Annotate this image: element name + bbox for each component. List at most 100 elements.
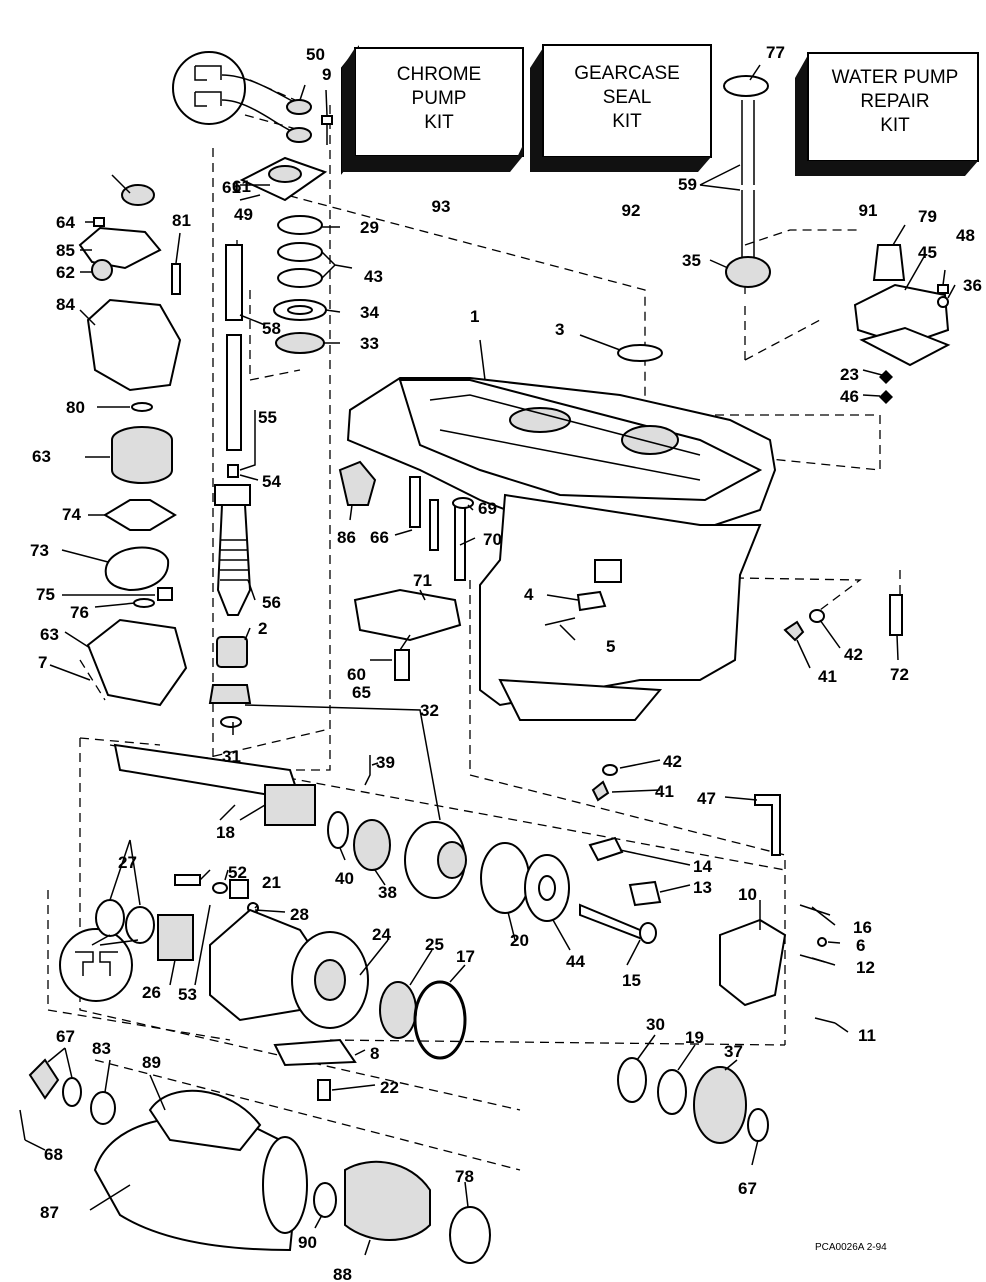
callout-8: 8 <box>370 1044 379 1063</box>
callout-52: 52 <box>228 863 247 882</box>
callout-48: 48 <box>956 226 975 245</box>
callout-65: 65 <box>352 683 371 702</box>
seal-35 <box>725 256 771 288</box>
bushing-56-top <box>214 484 251 506</box>
shim-43a <box>277 242 323 262</box>
retainer-21 <box>229 879 249 899</box>
washer-67b <box>62 1077 82 1107</box>
o-ring-17 <box>413 980 467 1060</box>
washer-53 <box>212 882 228 894</box>
gearcase-seal-kit-label-line: KIT <box>612 111 642 132</box>
callout-67: 67 <box>56 1027 75 1046</box>
callout-6: 6 <box>856 936 865 955</box>
driveshaft-lower <box>226 334 242 451</box>
housing-49-bore <box>268 165 302 183</box>
callout-88: 88 <box>333 1265 352 1282</box>
washer-42b <box>602 764 618 776</box>
callout-1: 1 <box>470 307 479 326</box>
leader-lines <box>24 64 956 1256</box>
dashed-grouping-lines <box>47 79 901 1171</box>
thrust-washer-78 <box>449 1206 491 1264</box>
callout-labels: 5096149294334335855545623231616485628481… <box>30 43 982 1282</box>
callout-17: 17 <box>456 947 475 966</box>
callout-61: 61 <box>222 178 241 197</box>
callout-9: 9 <box>322 65 331 84</box>
callout-22: 22 <box>380 1078 399 1097</box>
callout-55: 55 <box>258 408 277 427</box>
callout-37: 37 <box>724 1042 743 1061</box>
clutch-dog-38 <box>353 819 391 871</box>
water-pump-repair-kit-label-line: REPAIR <box>860 91 929 112</box>
callout-27: 27 <box>118 853 137 872</box>
callout-89: 89 <box>142 1053 161 1072</box>
callout-60: 60 <box>347 665 366 684</box>
callout-69: 69 <box>478 499 497 518</box>
chrome-pump-kit-label-line: CHROME <box>397 64 481 85</box>
callout-13: 13 <box>693 878 712 897</box>
callout-20: 20 <box>510 931 529 950</box>
callout-84: 84 <box>56 295 75 314</box>
bearing-2 <box>216 636 248 668</box>
callout-49: 49 <box>234 205 253 224</box>
callout-21: 21 <box>262 873 281 892</box>
callout-79: 79 <box>918 207 937 226</box>
callout-2: 2 <box>258 619 267 638</box>
callout-35: 35 <box>682 251 701 270</box>
seal-27b <box>125 906 155 944</box>
cradle-13 <box>628 880 662 907</box>
callout-63: 63 <box>32 447 51 466</box>
cover-85 <box>78 226 162 270</box>
callout-12: 12 <box>856 958 875 977</box>
thrust-bearing-20 <box>480 842 530 914</box>
callout-7: 7 <box>38 653 47 672</box>
callout-71: 71 <box>413 571 432 590</box>
chrome-pump-kit-label-line: PUMP <box>412 88 467 109</box>
bolt-72 <box>889 594 903 636</box>
screw-65 <box>394 649 410 681</box>
grommet-62 <box>91 259 113 281</box>
callout-75: 75 <box>36 585 55 604</box>
callout-25: 25 <box>425 935 444 954</box>
ball-6 <box>817 937 827 947</box>
plate-63 <box>86 618 188 707</box>
o-ring-76 <box>133 598 155 608</box>
seal-61 <box>286 127 312 143</box>
grommet-61 <box>121 184 155 206</box>
anode-86 <box>338 460 377 506</box>
washer-67 <box>747 1108 769 1142</box>
chrome-pump-kit-number: 93 <box>432 197 451 216</box>
gasket-23 <box>859 326 951 367</box>
propeller-blade-89 <box>148 1089 262 1152</box>
callout-86: 86 <box>337 528 356 547</box>
callout-58: 58 <box>262 319 281 338</box>
callout-18: 18 <box>216 823 235 842</box>
plate-4 <box>576 590 607 612</box>
callout-72: 72 <box>890 665 909 684</box>
washer-36 <box>937 296 949 308</box>
callout-36: 36 <box>963 276 982 295</box>
washer-42 <box>809 609 825 623</box>
pump-base-45 <box>853 283 950 347</box>
gearcase-seal-kit-number: 92 <box>622 201 641 220</box>
stud-66 <box>409 476 421 528</box>
callout-41: 41 <box>818 667 837 686</box>
callout-67: 67 <box>738 1179 757 1198</box>
callout-40: 40 <box>335 869 354 888</box>
callout-77: 77 <box>766 43 785 62</box>
shift-shaft-15 <box>579 903 648 942</box>
callout-29: 29 <box>360 218 379 237</box>
gearcase-seal-kit-box <box>530 44 712 172</box>
spacer-83 <box>90 1091 116 1125</box>
impeller-housing-63 <box>111 426 173 484</box>
callout-44: 44 <box>566 952 585 971</box>
trim-tab-60 <box>353 588 462 642</box>
screw-5 <box>544 617 576 626</box>
callout-62: 62 <box>56 263 75 282</box>
nut-67 <box>28 1058 60 1100</box>
callout-30: 30 <box>646 1015 665 1034</box>
callout-39: 39 <box>376 753 395 772</box>
callout-54: 54 <box>262 472 281 491</box>
o-ring-29 <box>277 215 323 235</box>
callout-74: 74 <box>62 505 81 524</box>
bearing-25 <box>379 981 417 1039</box>
